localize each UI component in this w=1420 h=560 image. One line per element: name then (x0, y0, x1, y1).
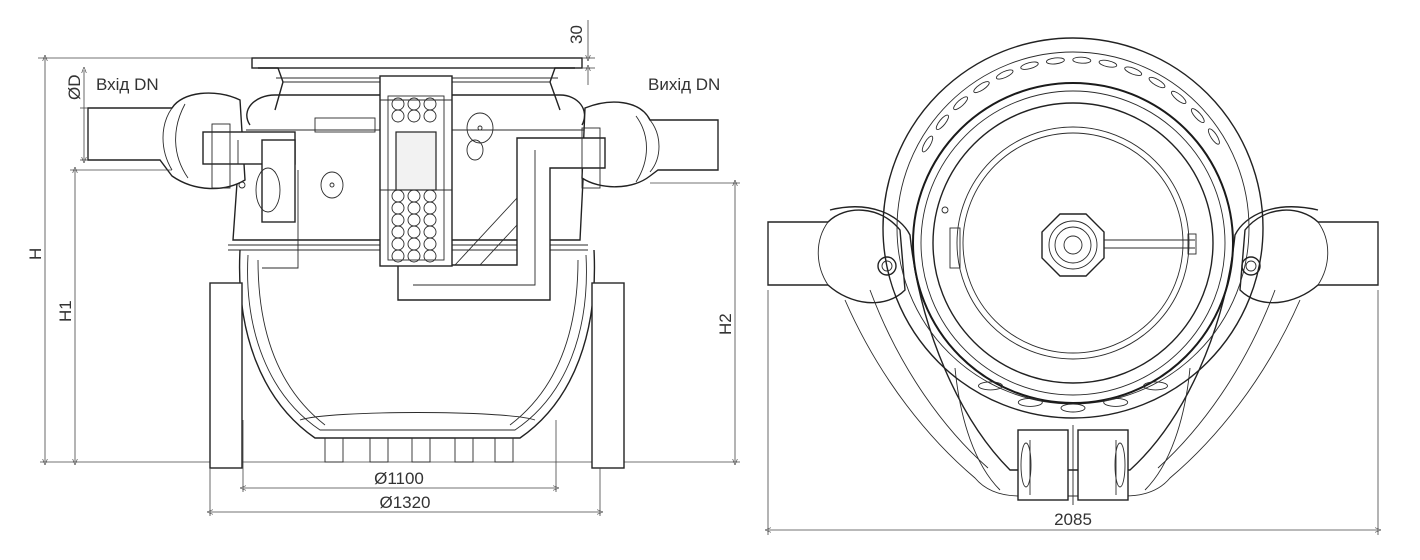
rim-rib (1098, 59, 1118, 68)
rim-rib (1072, 56, 1092, 64)
rim-ribs (921, 56, 1220, 413)
filter-hole (407, 109, 421, 123)
filter-hole (407, 249, 421, 263)
overall-length-label: 2085 (1054, 510, 1092, 529)
filter-hole (391, 249, 405, 263)
rim-rib (1148, 76, 1166, 89)
tank-feet (209, 282, 625, 469)
top-gap-label: 30 (567, 25, 586, 44)
top-view-body (829, 206, 1319, 471)
top-dimensions (768, 290, 1378, 535)
filter-hole (391, 109, 405, 123)
rim-rib (1171, 90, 1187, 104)
inner-diameter-label: Ø1100 (374, 469, 424, 488)
rim-rib (1124, 66, 1143, 76)
rim-rib (1060, 403, 1086, 413)
outer-diameter-label: Ø1320 (379, 493, 430, 512)
filter-hole (423, 109, 437, 123)
filter-cap (949, 213, 1197, 277)
rim-rib (1017, 397, 1043, 407)
rim-rib (921, 135, 934, 153)
top-view: 2085 (767, 37, 1379, 535)
rim-rib (973, 81, 990, 94)
rim-rib (935, 114, 949, 130)
rim-rib (1045, 57, 1065, 65)
filter-basket (379, 75, 453, 267)
side-dimensions (38, 20, 740, 516)
total-height-label: H (26, 248, 45, 260)
side-view: Вхід DN Вихід DN 30 ØD H H1 H2 Ø1100 Ø13… (26, 20, 740, 516)
rim-rib (1143, 381, 1168, 391)
bolt-holes (877, 206, 1261, 276)
rim-rib (1020, 61, 1039, 70)
bottom-slots (324, 437, 514, 463)
filter-hole (423, 249, 437, 263)
rim-rib (1207, 128, 1220, 145)
inlet-internal-pipe (202, 123, 299, 269)
rim-rib (953, 96, 969, 111)
rim-rib (1103, 397, 1129, 407)
rim-rib (978, 381, 1003, 391)
inlet-label: Вхід DN (96, 75, 159, 94)
outlet-pipe (581, 101, 719, 188)
outlet-height-label: H2 (716, 313, 735, 335)
top-view-feet (1017, 425, 1129, 505)
outlet-label: Вихід DN (648, 75, 720, 94)
inlet-height-label: H1 (56, 300, 75, 322)
top-view-inlet-pipe (767, 209, 906, 304)
top-view-outlet-pipe (1239, 209, 1379, 304)
outlet-internal-pipe (397, 127, 606, 301)
top-view-outer-rim (882, 37, 1264, 419)
rim-rib (1190, 108, 1205, 124)
pipe-diameter-label: ØD (65, 75, 84, 101)
rim-rib (995, 69, 1014, 80)
filter-holes (391, 97, 437, 263)
wall-holes (238, 112, 494, 213)
